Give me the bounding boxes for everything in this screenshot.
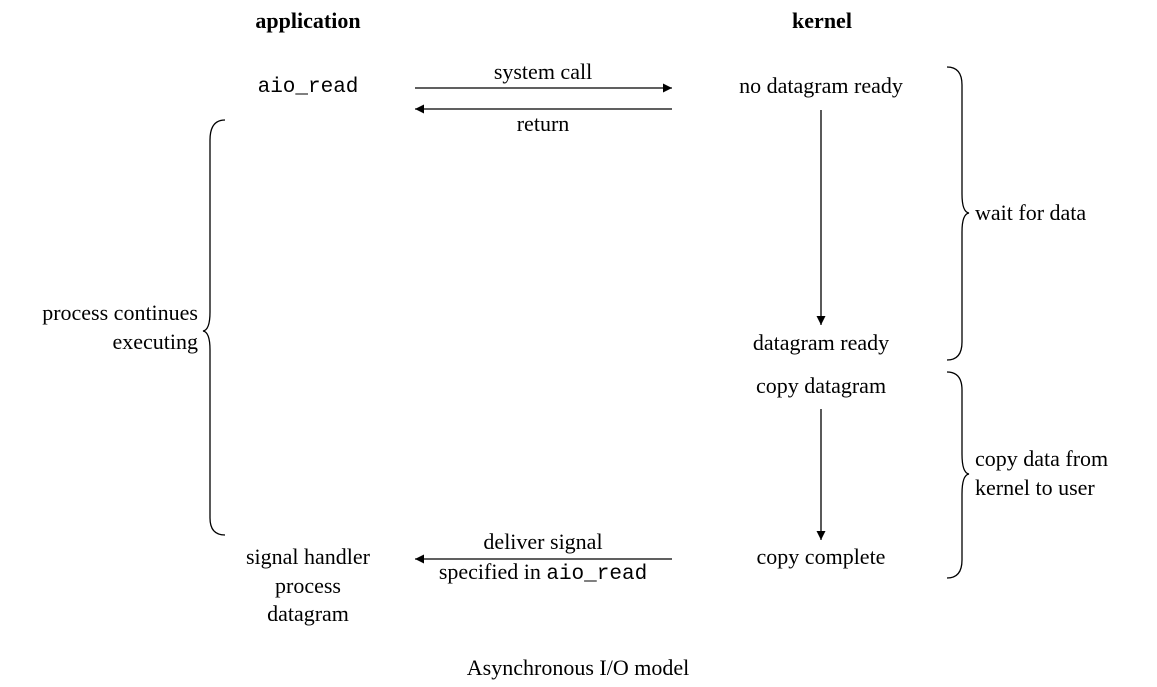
specified-in-label: specified in aio_read (439, 558, 647, 588)
process-continues-label: process continues executing (42, 299, 198, 356)
copy-data-brace (946, 371, 970, 579)
system-call-label: system call (493, 59, 593, 84)
process-continues-brace (202, 119, 226, 536)
no-datagram-ready-label: no datagram ready (739, 73, 903, 98)
signal-handler-line-1: signal handler (245, 544, 371, 569)
wait-for-data-label: wait for data (975, 200, 1087, 225)
signal-handler-label: signal handler process datagram (246, 543, 370, 629)
copy-data-line-2: kernel to user (975, 474, 1095, 500)
copy-complete-label: copy complete (756, 544, 886, 569)
signal-handler-line-3: datagram (267, 601, 349, 627)
copy-datagram-label: copy datagram (755, 373, 887, 398)
signal-handler-line-2: process (275, 572, 341, 598)
process-continues-line-2: executing (112, 328, 198, 354)
copy-data-line-1: copy data from (975, 446, 1109, 471)
deliver-signal-label: deliver signal (483, 529, 603, 554)
datagram-ready-label: datagram ready (752, 330, 890, 355)
specified-in-text: specified in (438, 559, 547, 584)
kernel-header: kernel (792, 8, 852, 33)
aio-read-call: aio_read (257, 76, 359, 99)
process-continues-line-1: process continues (42, 300, 198, 325)
specified-in-function: aio_read (546, 563, 648, 586)
wait-for-data-brace (946, 66, 970, 361)
diagram-caption: Asynchronous I/O model (466, 655, 690, 680)
copy-data-label: copy data from kernel to user (975, 445, 1108, 502)
application-header: application (255, 8, 361, 33)
return-label: return (516, 111, 570, 136)
